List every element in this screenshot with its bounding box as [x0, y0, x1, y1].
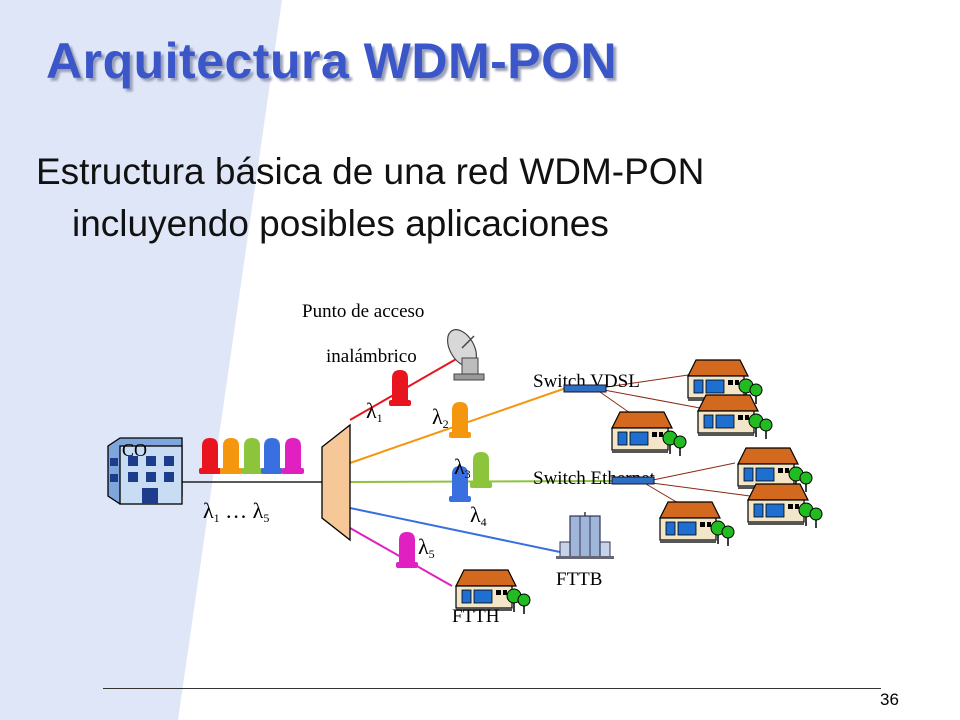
- laser-icon: [282, 438, 304, 474]
- laser-icon: [470, 452, 492, 488]
- page-number: 36: [880, 690, 899, 709]
- antenna-icon: [446, 329, 485, 381]
- house-icon: [611, 411, 687, 457]
- switch-vdsl-label: Switch VDSL: [533, 371, 640, 392]
- laser-icon: [396, 532, 418, 568]
- lambda-2-label: λ2: [432, 404, 449, 431]
- lambda-4-label: λ4: [470, 502, 487, 529]
- co-laser-array: [199, 438, 304, 474]
- house-icon: [697, 394, 773, 440]
- subtitle-line-2: incluyendo posibles aplicaciones: [72, 203, 609, 244]
- laser-icon: [220, 438, 242, 474]
- slide-title: Arquitectura WDM-PON: [46, 33, 618, 89]
- wireless-label-line-2: inalámbrico: [326, 346, 417, 367]
- central-office-building-icon: [107, 437, 183, 505]
- lambda-range-label: λ1 … λ5: [203, 498, 269, 525]
- lambda-3-label: λ3: [454, 454, 471, 481]
- laser-icon: [389, 370, 411, 406]
- laser-icon: [241, 438, 263, 474]
- lambda-5-label: λ5: [418, 534, 435, 561]
- footer-divider: [103, 688, 881, 689]
- laser-icon: [449, 402, 471, 438]
- laser-icon: [261, 438, 283, 474]
- background-band: [0, 0, 282, 720]
- laser-icon: [199, 438, 221, 474]
- house-icon: [659, 501, 735, 547]
- wireless-label-line-1: Punto de acceso: [302, 301, 424, 322]
- office-building-icon: [556, 512, 614, 559]
- house-icon: [747, 483, 823, 529]
- switch-icon: [611, 476, 655, 485]
- fiber-lambda-4: [349, 507, 561, 553]
- subtitle-line-1: Estructura básica de una red WDM-PON: [36, 151, 705, 192]
- switch-icon: [563, 384, 607, 393]
- lambda-1-label: λ1: [366, 398, 383, 425]
- co-label: CO: [122, 440, 147, 460]
- ftth-label: FTTH: [452, 606, 500, 627]
- fttb-label: FTTB: [556, 569, 602, 590]
- multiplexer-icon: [321, 423, 351, 542]
- slide-subtitle: Estructura básica de una red WDM-PON inc…: [36, 146, 856, 250]
